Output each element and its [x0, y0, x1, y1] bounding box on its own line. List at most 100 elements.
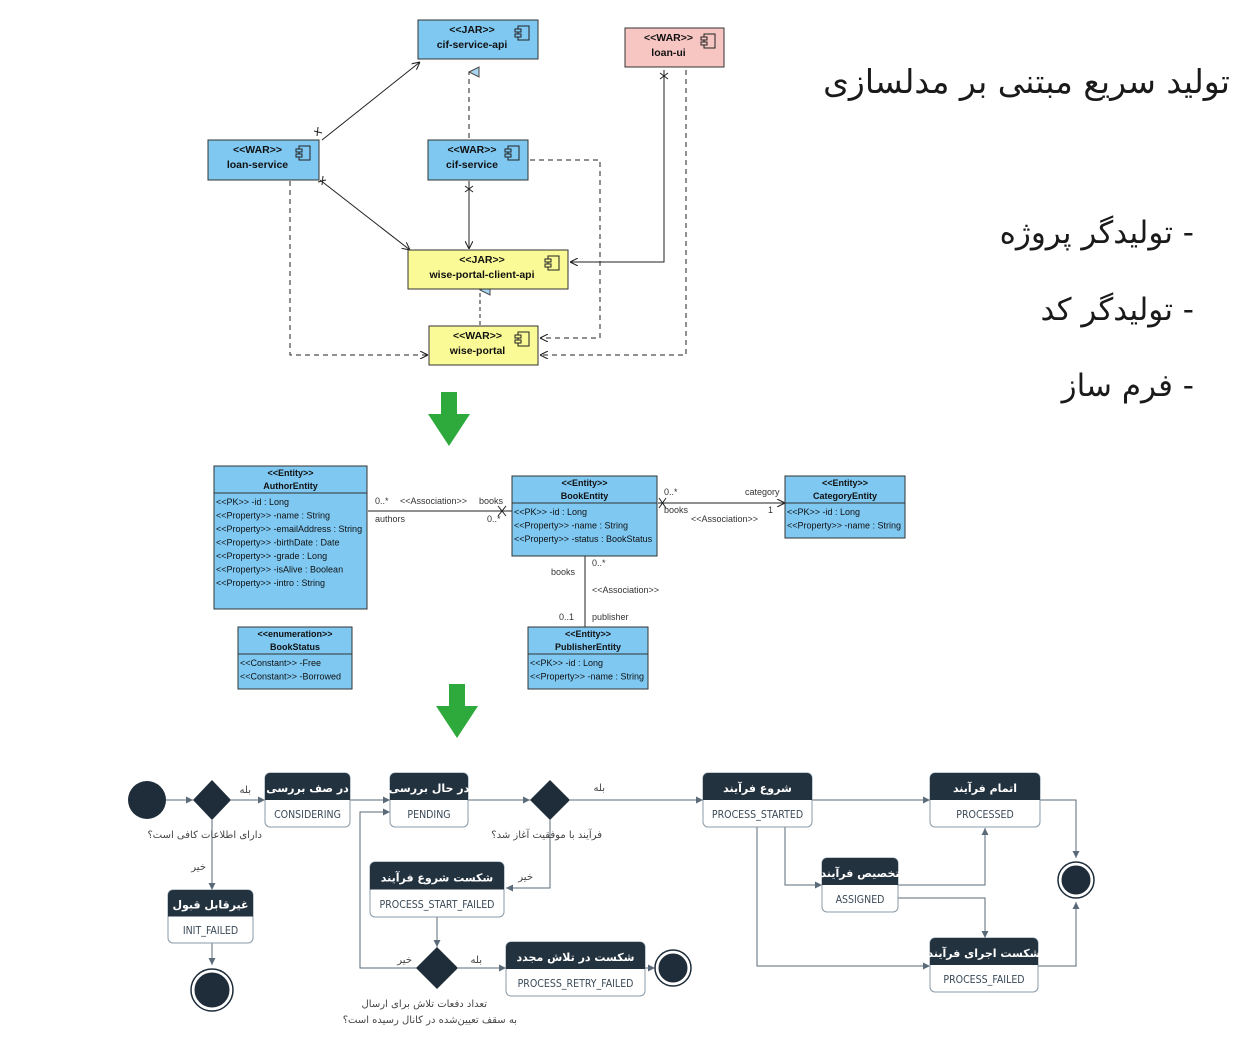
label-no-2: خیر [517, 872, 533, 883]
label-author-mult: 0..* [375, 496, 389, 506]
component-icon [295, 145, 311, 161]
class-attribute: <<Property>> -isAlive : Boolean [216, 565, 343, 575]
dep-loanservice-cifapi [321, 62, 420, 141]
label-authors: authors [375, 514, 406, 524]
class-CategoryEntity: <<Entity>>CategoryEntity<<PK>> -id : Lon… [784, 475, 906, 539]
state-title: در حال بررسی [389, 782, 470, 795]
label-question-3-line1: تعداد دفعات تلاش برای ارسال [362, 999, 488, 1010]
label-pub-mult2: 0..1 [559, 612, 574, 622]
x-mark [464, 185, 474, 193]
state-title: شکست شروع فرآیند [381, 871, 494, 885]
component-name: loan-ui [651, 47, 685, 59]
component-stereotype: <<WAR>> [233, 144, 282, 156]
state-code: PROCESS_FAILED [943, 974, 1024, 986]
class-BookStatus: <<enumeration>> BookStatus <<Constant>> -F… [237, 626, 353, 690]
label-author-mult2: 0..* [487, 514, 501, 524]
label-cat-mult: 0..* [664, 487, 678, 497]
class-AuthorEntity: <<Entity>>AuthorEntity<<PK>> -id : Long<… [213, 465, 368, 610]
component-wise-portal-client-api: <<JAR>> wise-portal-client-api [407, 249, 569, 290]
component-name: cif-service [446, 159, 498, 171]
component-stereotype: <<JAR>> [449, 24, 495, 36]
class-attribute: <<PK>> -id : Long [216, 497, 289, 507]
decision-info-sufficient [193, 780, 231, 820]
state-code: INIT_FAILED [183, 925, 238, 937]
label-publisher: publisher [592, 612, 629, 622]
component-loan-service: <<WAR>>loan-service [207, 139, 320, 181]
class-stereotype: <<Entity>> [561, 478, 607, 488]
dep-cifservice-portal [530, 159, 601, 338]
class-attribute: <<Constant>> -Free [240, 658, 321, 668]
x-mark [659, 72, 669, 80]
state-diagram: بله دارای اطلاعات کافی است؟ خیر بله فرآی… [128, 772, 1095, 1026]
bullet-code-generator: - تولیدگر کد [1040, 292, 1194, 328]
dep-loanservice-portal [289, 181, 428, 355]
label-question-3-line2: به سقف تعیین‌شده در کانال رسیده است؟ [343, 1015, 517, 1026]
state-code: PROCESS_START_FAILED [380, 899, 495, 911]
class-attribute: <<Property>> -status : BookStatus [514, 534, 653, 544]
class-attribute: <<Property>> -emailAddress : String [216, 524, 362, 534]
class-attribute: <<Property>> -name : String [216, 511, 330, 521]
x-mark [313, 126, 323, 137]
class-name: AuthorEntity [263, 481, 318, 491]
label-yes-3: بله [471, 955, 482, 966]
decision-retry-limit [416, 947, 458, 989]
label-author-assoc: <<Association>> [400, 496, 467, 506]
class-attribute: <<PK>> -id : Long [514, 507, 587, 517]
component-stereotype: <<WAR>> [644, 32, 693, 44]
bullet-project-generator: - تولیدگر پروژه [999, 215, 1194, 251]
component-stereotype: <<WAR>> [453, 330, 502, 342]
dep-loanui-portal [540, 70, 687, 355]
class-name: BookEntity [561, 491, 609, 501]
label-no-3: خیر [396, 955, 412, 966]
decision-process-started [530, 780, 570, 820]
component-icon [514, 25, 530, 41]
component-stereotype: <<WAR>> [447, 144, 496, 156]
component-icon [700, 33, 716, 49]
bullet-form-builder: - فرم ساز [1061, 368, 1194, 404]
label-pub-mult: 0..* [592, 558, 606, 568]
component-stereotype: <<JAR>> [459, 254, 505, 266]
component-cif-service-api: <<JAR>> cif-service-api [417, 19, 539, 60]
label-no-1: خیر [190, 862, 206, 873]
component-name: cif-service-api [437, 39, 508, 51]
class-attribute: <<Property>> -name : String [514, 521, 628, 531]
class-attribute: <<PK>> -id : Long [787, 507, 860, 517]
component-wise-portal: <<WAR>>wise-portal [428, 325, 539, 366]
component-name: wise-portal-client-api [428, 269, 534, 281]
state-title: شروع فرآیند [723, 781, 792, 795]
class-name: CategoryEntity [813, 491, 877, 501]
state-code: CONSIDERING [274, 809, 341, 821]
class-stereotype: <<enumeration>> [257, 629, 332, 639]
class-name: BookStatus [270, 642, 320, 652]
state-code: ASSIGNED [836, 894, 885, 906]
class-attribute: <<PK>> -id : Long [530, 658, 603, 668]
start-node [128, 781, 166, 819]
label-pub-books: books [551, 567, 576, 577]
x-mark [317, 175, 327, 186]
state-start_failed: شکست شروع فرآیند PROCESS_START_FAILED [369, 861, 505, 918]
state-code: PENDING [407, 809, 450, 821]
class-attribute: <<Property>> -intro : String [216, 578, 325, 588]
label-cat-assoc: <<Association>> [691, 514, 758, 524]
slide-title: تولید سریع مبتنی بر مدلسازی [823, 62, 1230, 101]
class-stereotype: <<Entity>> [565, 629, 611, 639]
state-title: تخصیص فرآیند [820, 866, 899, 880]
component-cif-service: <<WAR>> cif-service [427, 139, 529, 181]
class-attribute: <<Property>> -grade : Long [216, 551, 327, 561]
label-cat-books: books [664, 505, 689, 515]
state-failed: شکست اجرای فرآیند PROCESS_FAILED [928, 937, 1041, 993]
state-title: شکست اجرای فرآیند [928, 946, 1041, 960]
component-loan-ui: <<WAR>> loan-ui [624, 27, 725, 68]
green-arrow-1 [428, 392, 470, 446]
label-cat-mult2: 1 [768, 505, 773, 515]
label-question-1: دارای اطلاعات کافی است؟ [147, 830, 262, 841]
class-attribute: <<Property>> -birthDate : Date [216, 538, 340, 548]
class-attribute: <<Property>> -name : String [530, 672, 644, 682]
end-node-init-failed [191, 969, 233, 1011]
state-code: PROCESSED [956, 809, 1014, 821]
